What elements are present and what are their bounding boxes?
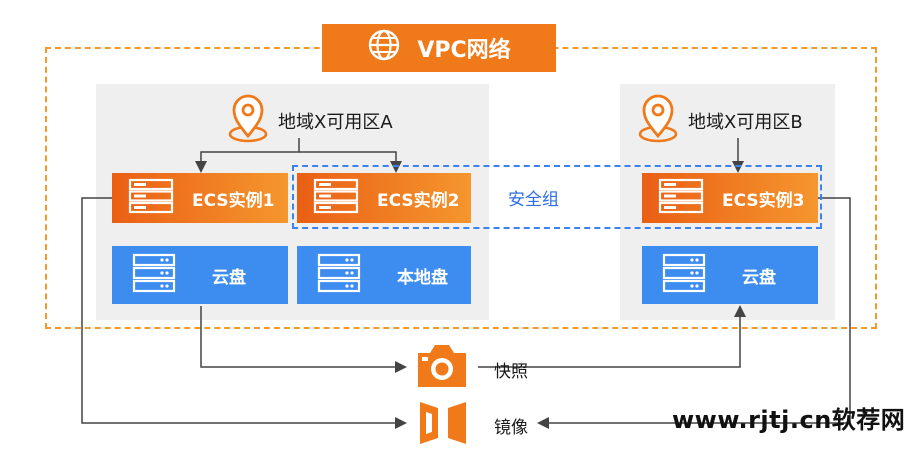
connector-zone-a-ecs2: [299, 151, 402, 173]
server-icon: [128, 178, 174, 219]
snapshot-label: 快照: [494, 362, 528, 382]
vpc-title-box: VPC网络: [322, 24, 556, 72]
zone-b-label: 地域X可用区B: [688, 111, 803, 133]
mirror-icon: [418, 398, 468, 452]
connector-snapshot-disk-b: [478, 305, 746, 368]
image-label: 镜像: [494, 418, 528, 438]
local-disk: 本地盘: [297, 246, 471, 304]
storage-icon: [662, 253, 706, 298]
local-disk-label: 本地盘: [397, 267, 448, 288]
location-pin-icon: [636, 92, 680, 149]
ecs-instance-3: ECS实例3: [642, 173, 818, 223]
zone-b-label-group: 地域X可用区B: [636, 92, 803, 149]
ecs-instance-3-label: ECS实例3: [722, 190, 805, 211]
ecs-instance-1-label: ECS实例1: [192, 190, 275, 211]
cloud-disk-a: 云盘: [112, 246, 288, 304]
connector-zone-a-ecs1: [195, 138, 300, 173]
storage-icon: [317, 253, 361, 298]
zone-a-label-group: 地域X可用区A: [226, 92, 393, 149]
ecs-instance-1: ECS实例1: [112, 173, 288, 223]
cloud-disk-a-label: 云盘: [212, 267, 246, 288]
cloud-disk-b: 云盘: [642, 246, 818, 304]
watermark-text: www.rjtj.cn软荐网: [672, 406, 906, 434]
cloud-disk-b-label: 云盘: [742, 267, 776, 288]
connector-ecs3-image: [537, 197, 851, 429]
camera-icon: [414, 343, 470, 393]
location-pin-icon: [226, 92, 270, 149]
ecs-instance-2-label: ECS实例2: [377, 190, 460, 211]
server-icon: [658, 178, 704, 219]
connector-disk-a-snapshot: [200, 306, 407, 373]
connector-ecs1-image: [81, 197, 407, 429]
security-group-label: 安全组: [508, 190, 559, 210]
vpc-title: VPC网络: [417, 38, 511, 63]
ecs-instance-2: ECS实例2: [297, 173, 471, 223]
zone-a-label: 地域X可用区A: [278, 111, 393, 133]
security-group-boundary: [292, 165, 822, 229]
globe-icon: [367, 28, 401, 68]
storage-icon: [132, 253, 176, 298]
server-icon: [313, 178, 359, 219]
